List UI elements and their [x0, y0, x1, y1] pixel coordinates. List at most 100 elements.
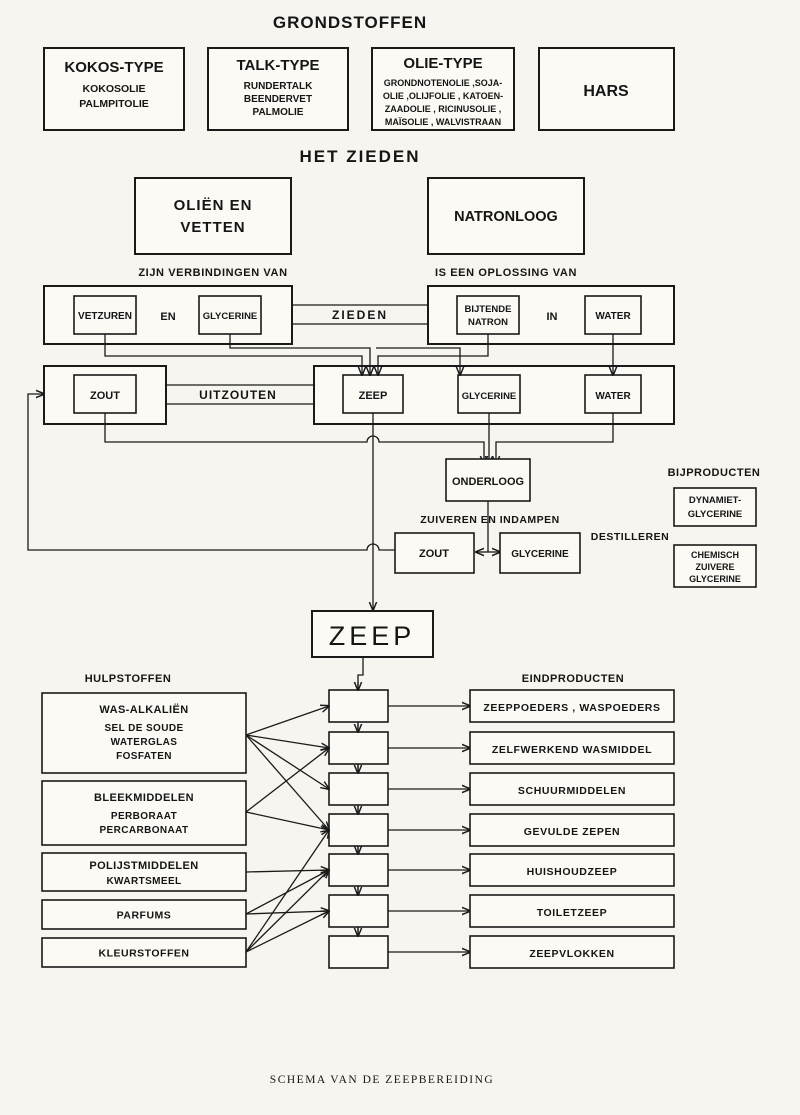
auxiliary-link [245, 870, 329, 872]
byproduct-chemisch-line: CHEMISCH [691, 550, 739, 560]
auxiliary-link [245, 830, 329, 953]
auxiliary-links [245, 706, 329, 953]
water-box-2: WATER [584, 374, 642, 414]
uitzouten-label: UITZOUTEN [199, 388, 277, 402]
byproduct-chemisch-line: GLYCERINE [689, 574, 741, 584]
en-label: EN [160, 311, 175, 323]
auxiliary-link [245, 811, 329, 830]
auxiliary-title: POLIJSTMIDDELEN [89, 860, 198, 872]
heading-het-zieden: HET ZIEDEN [299, 147, 420, 166]
glycerine-box-3: GLYCERINE [499, 532, 581, 574]
auxiliary-link [245, 911, 329, 914]
auxiliary-box: PARFUMS [41, 899, 247, 930]
destilleren-label: DESTILLEREN [591, 531, 669, 543]
end-product-box: SCHUURMIDDELEN [469, 772, 675, 806]
raw-talk-title: TALK-TYPE [236, 57, 319, 74]
heading-grondstoffen: GRONDSTOFFEN [273, 13, 427, 32]
mixer-box [328, 813, 389, 847]
end-product-label: ZELFWERKEND WASMIDDEL [492, 744, 652, 756]
flow-salt-recycle [27, 394, 395, 551]
zout-box-2: ZOUT [394, 532, 475, 574]
byproduct-chemisch-box: CHEMISCH ZUIVERE GLYCERINE [673, 544, 757, 588]
zeep-box-small: ZEEP [342, 374, 404, 414]
end-product-label: TOILETZEEP [537, 907, 608, 919]
bijtende-natron-line: BIJTENDE [465, 304, 512, 315]
bijtende-natron-box: BIJTENDE NATRON [456, 295, 520, 335]
bijtende-natron-line: NATRON [468, 317, 508, 328]
flow-glycerine-zeep [229, 334, 370, 375]
auxiliary-link [245, 734, 329, 748]
mixer-box [328, 731, 389, 765]
raw-hars-box: HARS [538, 47, 675, 131]
raw-olie-line: GRONDNOTENOLIE ,SOJA- [384, 78, 503, 88]
glycerine-label-2: GLYCERINE [462, 391, 517, 402]
auxiliary-link [245, 870, 329, 953]
glycerine-label-3: GLYCERINE [511, 549, 569, 560]
onderloog-label: ONDERLOOG [452, 476, 524, 488]
water-label-1: WATER [595, 311, 631, 322]
end-product-box: ZELFWERKEND WASMIDDEL [469, 731, 675, 765]
mixer-column [328, 682, 470, 969]
caption: SCHEMA VAN DE ZEEPBEREIDING [270, 1074, 494, 1086]
vetzuren-label: VETZUREN [78, 311, 132, 322]
end-product-label: SCHUURMIDDELEN [518, 785, 626, 797]
olien-vetten-line: OLIËN EN [174, 197, 253, 214]
heading-eindproducten: EINDPRODUCTEN [522, 673, 624, 685]
byproduct-dynamiet-box: DYNAMIET- GLYCERINE [673, 487, 757, 527]
auxiliary-line: SEL DE SOUDE [104, 723, 183, 734]
raw-kokos-title: KOKOS-TYPE [64, 59, 163, 76]
heading-hulpstoffen: HULPSTOFFEN [85, 673, 172, 685]
flow-glycerine-down [376, 347, 460, 375]
raw-olie-title: OLIE-TYPE [403, 55, 482, 72]
zout-label-1: ZOUT [90, 390, 120, 402]
raw-olie-line: MAÏSOLIE , WALVISTRAAN [385, 117, 501, 127]
onderloog-box: ONDERLOOG [445, 458, 531, 502]
auxiliary-line: KWARTSMEEL [106, 876, 181, 887]
auxiliary-link [245, 734, 329, 830]
raw-kokos-line: KOKOSOLIE [82, 83, 145, 95]
auxiliary-title: PARFUMS [117, 910, 172, 922]
vetzuren-box: VETZUREN [73, 295, 137, 335]
is-oplossing-label: IS EEN OPLOSSING VAN [435, 267, 577, 279]
raw-talk-line: PALMOLIE [253, 107, 304, 118]
raw-olie-line: OLIE ,OLIJFOLIE , KATOEN- [383, 91, 503, 101]
mixer-box [328, 772, 389, 806]
end-product-label: ZEEPVLOKKEN [529, 948, 614, 960]
end-product-label: ZEEPPOEDERS , WASPOEDERS [483, 702, 660, 714]
natronloog-label: NATRONLOOG [454, 209, 558, 225]
auxiliary-box: POLIJSTMIDDELEN KWARTSMEEL [41, 852, 247, 892]
end-product-label: HUISHOUDZEEP [527, 866, 618, 878]
auxiliary-line: PERCARBONAAT [99, 825, 188, 836]
olien-vetten-box: OLIËN EN VETTEN [134, 177, 292, 255]
end-product-box: HUISHOUDZEEP [469, 853, 675, 887]
byproduct-chemisch-line: ZUIVERE [695, 562, 734, 572]
auxiliary-link [245, 734, 329, 789]
in-label: IN [547, 311, 558, 323]
auxiliary-link [245, 706, 329, 736]
end-product-box: ZEEPVLOKKEN [469, 935, 675, 969]
auxiliary-title: BLEEKMIDDELEN [94, 792, 194, 804]
raw-kokos-box: KOKOS-TYPE KOKOSOLIE PALMPITOLIE [43, 47, 185, 131]
end-product-box: GEVULDE ZEPEN [469, 813, 675, 847]
byproduct-dynamiet-line: GLYCERINE [688, 509, 743, 520]
auxiliary-title: KLEURSTOFFEN [99, 948, 190, 960]
auxiliary-link [245, 911, 329, 953]
glycerine-label-1: GLYCERINE [203, 311, 258, 322]
flow-natron-zeep [378, 334, 489, 375]
byproduct-dynamiet-line: DYNAMIET- [689, 495, 741, 506]
zout-label-2: ZOUT [419, 548, 449, 560]
zeep-label-small: ZEEP [359, 390, 388, 402]
auxiliary-box: KLEURSTOFFEN [41, 937, 247, 968]
olien-vetten-line: VETTEN [180, 219, 245, 236]
auxiliary-line: WATERGLAS [111, 737, 178, 748]
end-product-box: TOILETZEEP [469, 894, 675, 928]
mixer-box [328, 853, 389, 887]
zijn-verbindingen-label: ZIJN VERBINDINGEN VAN [138, 267, 287, 279]
zieden-label: ZIEDEN [332, 308, 388, 322]
end-products-column: ZEEPPOEDERS , WASPOEDERS ZELFWERKEND WASM… [469, 689, 675, 969]
auxiliary-link [245, 748, 329, 813]
heading-bijproducten: BIJPRODUCTEN [668, 467, 761, 479]
